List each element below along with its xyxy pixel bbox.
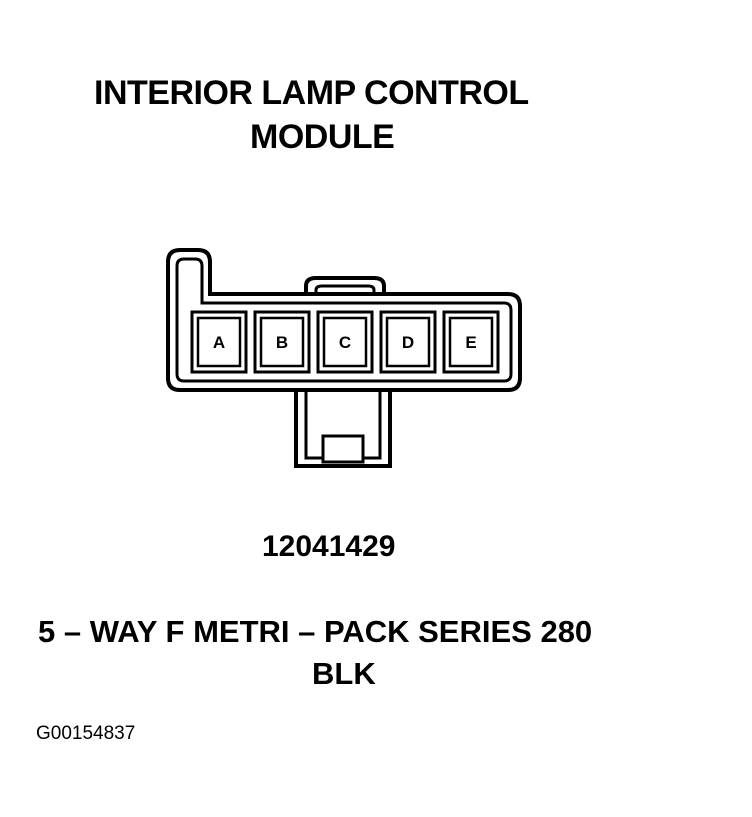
- connector-color: BLK: [312, 656, 376, 691]
- pin-label-b: B: [276, 333, 288, 352]
- cavity-inner-outline: [196, 316, 242, 368]
- cavity-b: B: [253, 310, 311, 374]
- diagram-title-line-2: MODULE: [250, 118, 395, 156]
- connector-description: 5 – WAY F METRI – PACK SERIES 280: [38, 614, 593, 649]
- pin-label-a: A: [213, 333, 225, 352]
- cavity-c: C: [316, 310, 374, 374]
- cavity-a: A: [190, 310, 248, 374]
- cavity-inner-outline: [448, 316, 494, 368]
- connector-top-latch-inner: [314, 284, 376, 294]
- cavity-inner-outline: [259, 316, 305, 368]
- figure-id: G00154837: [36, 723, 136, 744]
- connector-housing-inner: [175, 257, 513, 383]
- terminal-cavities: A B C D E: [190, 310, 500, 374]
- cavity-outline: [442, 310, 500, 374]
- part-number: 12041429: [262, 530, 396, 563]
- connector-housing-outer: [166, 248, 522, 392]
- connector-lock-tab-window: [321, 434, 365, 464]
- cavity-e: E: [442, 310, 500, 374]
- cavity-outline: [379, 310, 437, 374]
- pin-label-c: C: [339, 333, 351, 352]
- cavity-inner-outline: [385, 316, 431, 368]
- connector-top-latch: [304, 276, 386, 294]
- cavity-outline: [190, 310, 248, 374]
- pin-label-d: D: [402, 333, 414, 352]
- cavity-outline: [253, 310, 311, 374]
- cavity-inner-outline: [322, 316, 368, 368]
- pin-label-e: E: [465, 333, 476, 352]
- diagram-title-line-1: INTERIOR LAMP CONTROL: [94, 74, 529, 112]
- cavity-outline: [316, 310, 374, 374]
- connector-lock-tab-outer: [294, 390, 392, 468]
- cavity-d: D: [379, 310, 437, 374]
